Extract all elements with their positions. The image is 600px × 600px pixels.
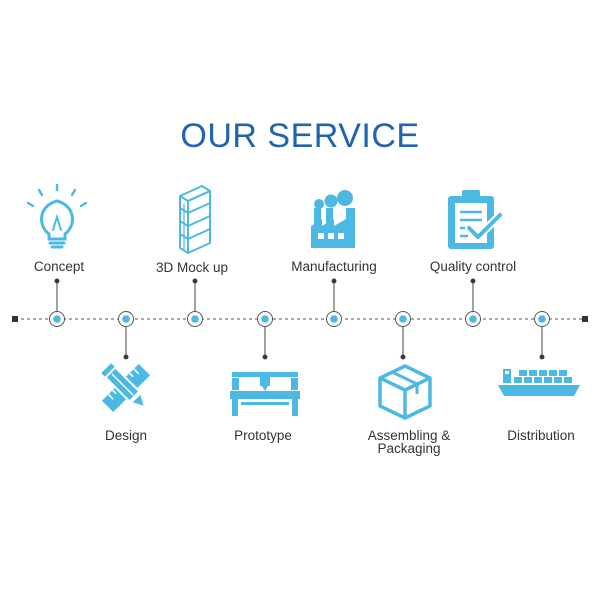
box-icon [378, 364, 432, 420]
step-label-distribution: Distribution [507, 428, 575, 443]
timeline-node-quality [465, 311, 481, 327]
clipboard-check-icon [448, 190, 504, 249]
step-label-mockup: 3D Mock up [155, 260, 229, 275]
step-label-manufacturing: Manufacturing [291, 259, 377, 274]
timeline-node-manufacturing [326, 311, 342, 327]
timeline-end-left [12, 316, 18, 322]
factory-icon [311, 190, 355, 248]
lightbulb-icon [26, 183, 88, 249]
timeline-node-concept [49, 311, 65, 327]
cargo-ship-icon [498, 369, 580, 396]
timeline-node-design [118, 311, 134, 327]
timeline-node-assembling [395, 311, 411, 327]
display-rack-icon [179, 185, 211, 254]
page-title: OUR SERVICE [180, 117, 420, 155]
step-label-quality: Quality control [429, 259, 517, 274]
timeline-node-distribution [534, 311, 550, 327]
step-label-assembling: Assembling & [367, 428, 451, 443]
cutting-machine-icon [230, 372, 300, 416]
step-label-design: Design [104, 428, 148, 443]
timeline-node-prototype [257, 311, 273, 327]
step-label-prototype: Prototype [234, 428, 292, 443]
step-label-packaging: Packaging [377, 441, 441, 456]
timeline-end-right [582, 316, 588, 322]
timeline-node-mockup [187, 311, 203, 327]
pencil-ruler-icon [101, 363, 151, 413]
step-label-concept: Concept [33, 259, 85, 274]
